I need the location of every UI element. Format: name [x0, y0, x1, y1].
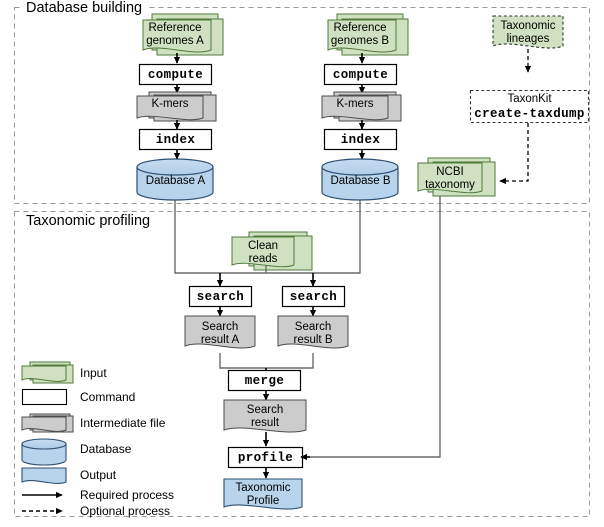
- node-kmers-a: [136, 91, 217, 122]
- node-search-result: [223, 399, 307, 433]
- legend-label-input: Input: [80, 366, 107, 380]
- legend-swatch-database: [21, 438, 67, 466]
- node-taxonomic-profile: [223, 478, 303, 510]
- node-compute-a: [138, 63, 213, 86]
- node-search-result-a: [184, 315, 256, 349]
- node-taxonomic-lineages: [492, 15, 564, 49]
- node-search-b: [281, 285, 346, 308]
- node-reference-genomes-b: [327, 13, 409, 56]
- node-clean-reads: [231, 231, 313, 271]
- region-title-database-building: Database building: [22, 1, 148, 16]
- node-reference-genomes-a: [142, 13, 224, 56]
- region-title-taxonomic-profiling: Taxonomic profiling: [22, 214, 156, 229]
- legend-swatch-input: [21, 361, 74, 384]
- node-kmers-b: [321, 91, 402, 122]
- node-index-a: [138, 128, 213, 151]
- node-index-b: [323, 128, 398, 151]
- node-profile: [227, 446, 304, 469]
- node-database-b: [321, 158, 399, 201]
- region-database-building: [14, 7, 590, 204]
- node-ncbi-taxonomy: [417, 157, 496, 197]
- legend-swatch-intermediate: [21, 413, 74, 433]
- legend-label-output: Output: [80, 468, 117, 482]
- legend-label-intermediate-file: Intermediate file: [80, 416, 166, 430]
- node-merge: [227, 369, 302, 392]
- legend-swatch-command: [21, 388, 68, 406]
- node-compute-b: [323, 63, 398, 86]
- node-database-a: [136, 158, 214, 201]
- legend-label-required-process: Required process: [80, 488, 175, 502]
- legend-label-database: Database: [80, 442, 132, 456]
- node-taxonkit: [469, 89, 590, 124]
- legend-label-optional-process: Optional process: [80, 504, 171, 518]
- legend-swatch-output: [21, 467, 67, 484]
- legend-label-command: Command: [80, 390, 136, 404]
- node-search-result-b: [277, 315, 349, 349]
- node-search-a: [188, 285, 253, 308]
